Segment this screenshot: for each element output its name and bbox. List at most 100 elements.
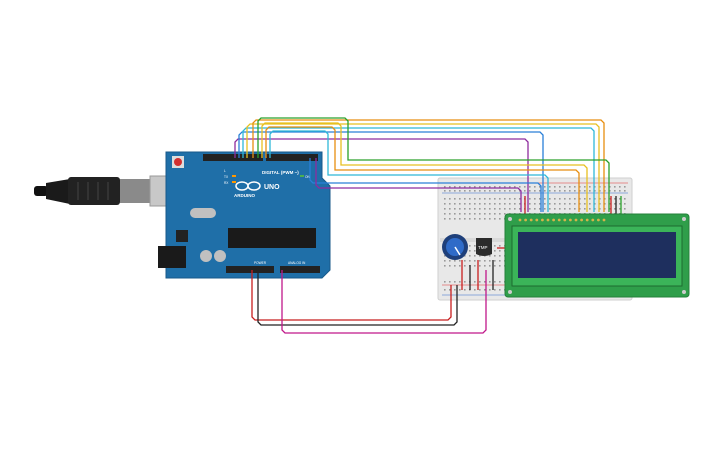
breadboard-hole — [504, 208, 506, 210]
breadboard-hole — [464, 203, 466, 205]
power-header[interactable] — [226, 266, 274, 273]
breadboard-hole — [484, 260, 486, 262]
lcd-pin[interactable] — [529, 218, 533, 222]
breadboard-hole — [519, 208, 521, 210]
breadboard-hole — [474, 213, 476, 215]
wire-orange-2[interactable] — [265, 126, 580, 212]
breadboard-hole — [594, 203, 596, 205]
breadboard-hole — [584, 190, 586, 192]
wire-cyan[interactable] — [242, 127, 595, 212]
breadboard-hole — [574, 186, 576, 188]
breadboard-hole — [449, 289, 451, 291]
analog-header[interactable] — [280, 266, 320, 273]
wire-purple[interactable] — [234, 138, 529, 212]
lcd-pin[interactable] — [591, 218, 595, 222]
breadboard-hole — [494, 289, 496, 291]
lcd-pin[interactable] — [541, 218, 544, 222]
breadboard-hole — [604, 208, 606, 210]
lcd-pin[interactable] — [569, 218, 572, 222]
digital-header-left[interactable] — [203, 154, 263, 161]
breadboard-hole — [469, 218, 471, 220]
breadboard-hole — [494, 218, 496, 220]
breadboard-hole — [509, 208, 511, 210]
breadboard-hole — [444, 265, 446, 267]
arduino-logo-icon — [235, 181, 261, 191]
lcd-pin[interactable] — [552, 218, 555, 222]
breadboard-hole — [499, 198, 501, 200]
lcd-pin[interactable] — [518, 218, 522, 222]
breadboard-hole — [529, 208, 531, 210]
power-wires — [251, 247, 505, 334]
usb-cable-icon[interactable] — [34, 175, 189, 207]
breadboard-hole — [534, 190, 536, 192]
breadboard-hole — [449, 260, 451, 262]
breadboard-hole — [454, 281, 456, 283]
breadboard-hole — [519, 198, 521, 200]
breadboard-hole — [449, 190, 451, 192]
breadboard-hole — [529, 198, 531, 200]
breadboard-hole — [489, 186, 491, 188]
wire-a0[interactable] — [281, 270, 487, 334]
lcd-pin[interactable] — [557, 218, 561, 222]
breadboard-hole — [484, 218, 486, 220]
breadboard-hole — [604, 190, 606, 192]
breadboard-hole — [604, 198, 606, 200]
breadboard-hole — [584, 203, 586, 205]
breadboard-hole — [454, 203, 456, 205]
breadboard-hole — [599, 198, 601, 200]
wire-blue[interactable] — [238, 131, 544, 212]
breadboard-hole — [559, 208, 561, 210]
breadboard-hole — [489, 265, 491, 267]
breadboard-hole — [504, 198, 506, 200]
wire-orange[interactable] — [252, 119, 605, 212]
lcd-pin[interactable] — [574, 218, 578, 222]
breadboard-hole — [474, 198, 476, 200]
breadboard-hole — [444, 186, 446, 188]
breadboard-hole — [559, 190, 561, 192]
breadboard-hole — [504, 203, 506, 205]
lcd-pin[interactable] — [546, 218, 550, 222]
wire-purple-2[interactable] — [315, 158, 522, 212]
breadboard-hole — [459, 260, 461, 262]
lcd-pin[interactable] — [535, 218, 539, 222]
breadboard-hole — [454, 218, 456, 220]
breadboard-hole — [449, 281, 451, 283]
breadboard-hole — [549, 208, 551, 210]
wire-yellow[interactable] — [246, 123, 600, 212]
breadboard-hole — [444, 208, 446, 210]
breadboard-hole — [579, 190, 581, 192]
temperature-sensor-icon[interactable]: TMP — [476, 238, 492, 256]
lcd-pin[interactable] — [524, 218, 527, 222]
breadboard-hole — [534, 198, 536, 200]
breadboard-hole — [464, 198, 466, 200]
lcd-pin[interactable] — [597, 218, 600, 222]
breadboard-hole — [464, 265, 466, 267]
potentiometer-icon[interactable] — [442, 234, 468, 260]
breadboard-hole — [624, 190, 626, 192]
lcd-pin[interactable] — [563, 218, 567, 222]
breadboard-hole — [519, 203, 521, 205]
lcd-display-icon[interactable] — [504, 213, 690, 298]
wire-green[interactable] — [257, 117, 610, 212]
breadboard-hole — [499, 208, 501, 210]
wire-cyan-2[interactable] — [269, 130, 549, 212]
on-label: ON — [305, 175, 310, 179]
breadboard-hole — [534, 203, 536, 205]
breadboard-hole — [579, 186, 581, 188]
lcd-pin[interactable] — [580, 218, 583, 222]
lcd-pin[interactable] — [602, 218, 606, 222]
wire-blue-2[interactable] — [309, 158, 542, 212]
breadboard-hole — [474, 281, 476, 283]
wire-gnd[interactable] — [257, 270, 458, 326]
breadboard-hole — [484, 186, 486, 188]
breadboard-hole — [474, 218, 476, 220]
breadboard-hole — [459, 265, 461, 267]
lcd-pin[interactable] — [585, 218, 589, 222]
wire-yellow-2[interactable] — [261, 122, 588, 212]
breadboard-hole — [494, 281, 496, 283]
breadboard-hole — [464, 208, 466, 210]
digital-header-right[interactable] — [266, 154, 318, 161]
breadboard-hole — [479, 190, 481, 192]
breadboard-hole — [474, 250, 476, 252]
wire-5v[interactable] — [251, 270, 452, 321]
